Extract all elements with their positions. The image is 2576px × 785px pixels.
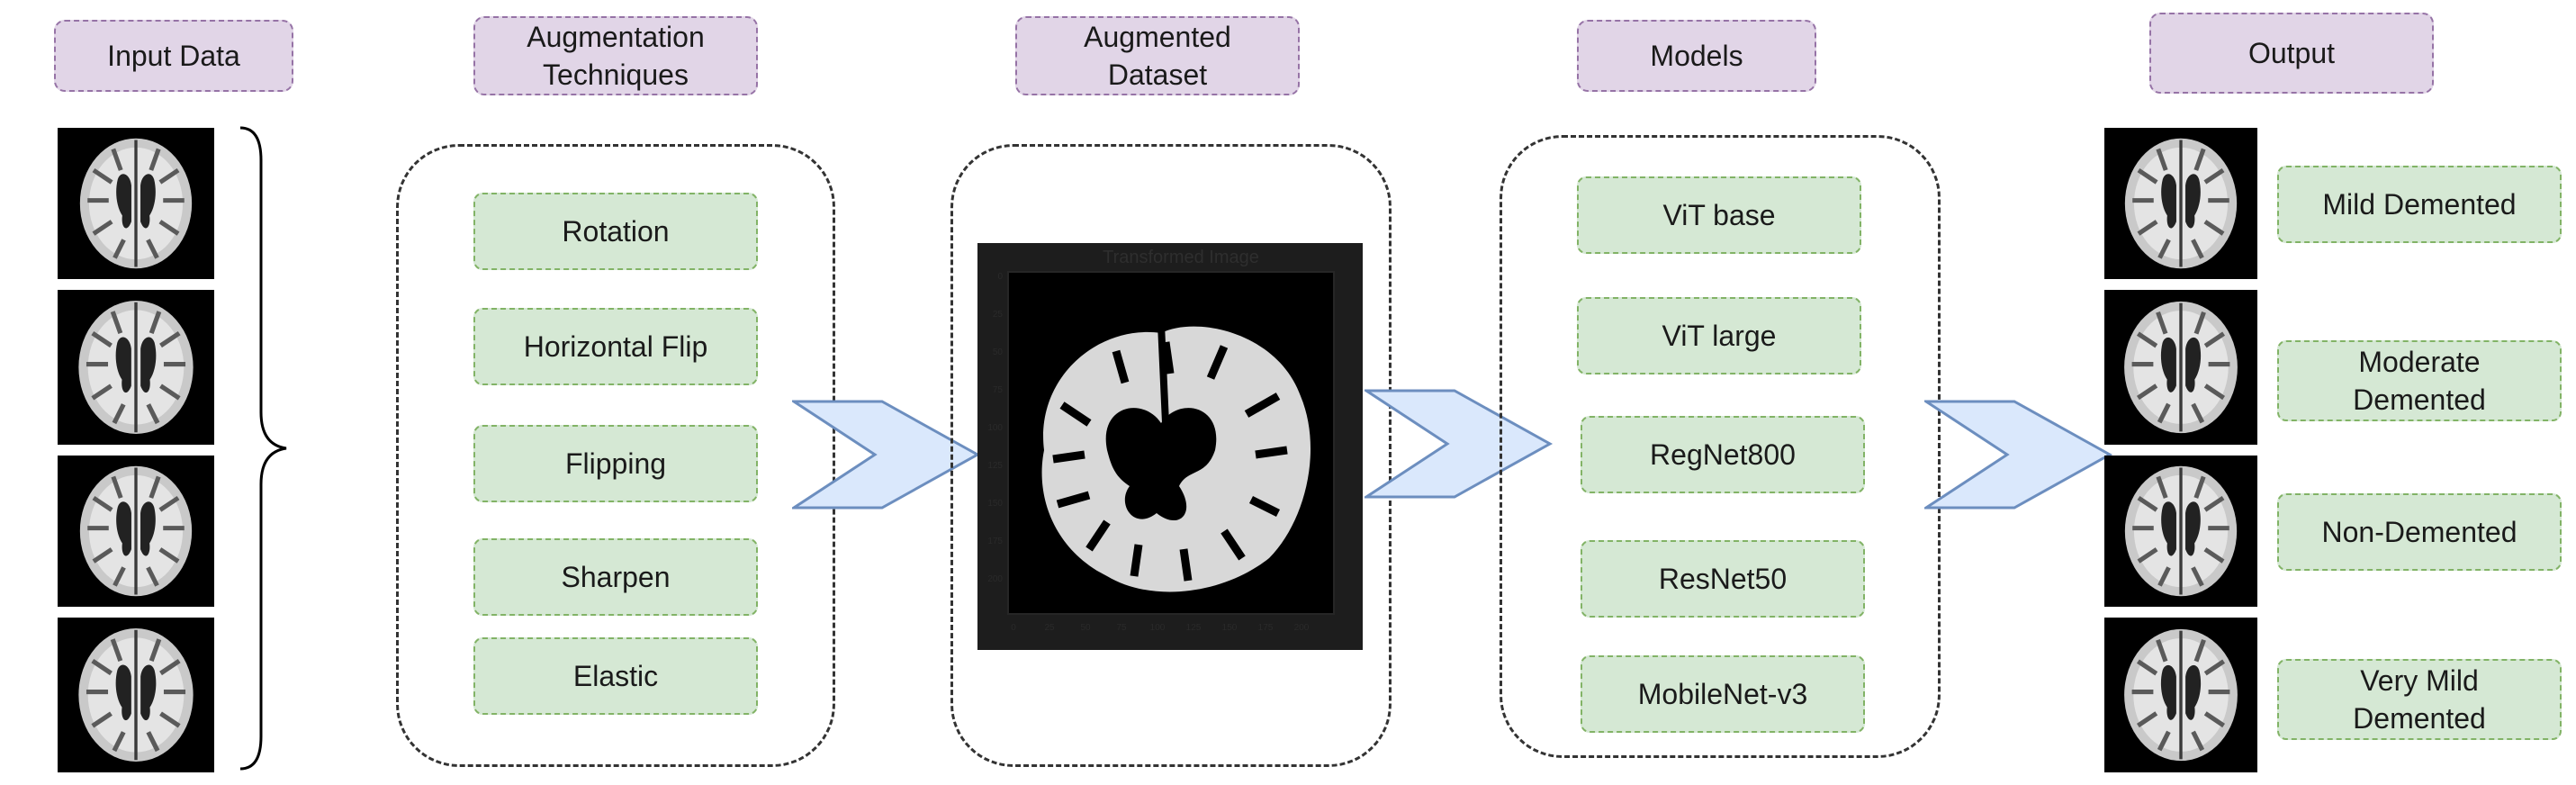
y-tick-label: 200 — [987, 574, 1003, 584]
output-mri-thumbnail — [2104, 456, 2257, 607]
header-input-data: Input Data — [54, 20, 293, 92]
x-tick-label: 100 — [1150, 623, 1166, 633]
x-tick-label: 50 — [1080, 623, 1091, 633]
y-tick-label: 100 — [987, 423, 1003, 433]
input-mri-thumbnail — [58, 128, 214, 279]
header-augmented-dataset: Augmented Dataset — [1015, 16, 1300, 95]
output-non-demented: Non-Demented — [2277, 493, 2562, 571]
arrow-icon — [1365, 389, 1554, 499]
header-output: Output — [2149, 13, 2434, 94]
header-models: Models — [1577, 20, 1816, 92]
y-tick-label: 75 — [993, 385, 1004, 395]
models-panel — [1500, 135, 1941, 758]
output-very-mild-demented: Very Mild Demented — [2277, 659, 2562, 740]
technique-sharpen: Sharpen — [473, 538, 758, 616]
input-mri-thumbnail — [58, 618, 214, 772]
y-tick-label: 175 — [987, 537, 1003, 546]
y-tick-label: 50 — [993, 347, 1004, 357]
output-mri-thumbnail — [2104, 128, 2257, 279]
x-tick-label: 150 — [1222, 623, 1238, 633]
technique-rotation: Rotation — [473, 193, 758, 270]
curly-brace — [239, 126, 287, 771]
technique-horizontal-flip: Horizontal Flip — [473, 308, 758, 385]
model-resnet50: ResNet50 — [1581, 540, 1865, 618]
input-mri-thumbnail — [58, 456, 214, 607]
model-vit-base: ViT base — [1577, 176, 1861, 254]
x-tick-label: 200 — [1294, 623, 1310, 633]
arrow-icon — [1924, 400, 2113, 510]
y-tick-label: 125 — [987, 461, 1003, 471]
output-mri-thumbnail — [2104, 618, 2257, 772]
augmented-image-title: Transformed Image — [1103, 248, 1259, 267]
x-tick-label: 25 — [1044, 623, 1055, 633]
augmentation-panel — [396, 144, 835, 767]
x-tick-label: 0 — [1011, 623, 1016, 633]
x-tick-label: 75 — [1116, 623, 1127, 633]
x-tick-label: 175 — [1258, 623, 1274, 633]
output-moderate-demented: Moderate Demented — [2277, 340, 2562, 421]
y-tick-label: 150 — [987, 499, 1003, 509]
technique-elastic: Elastic — [473, 637, 758, 715]
augmented-dataset-panel — [950, 144, 1392, 767]
augmented-mri-image: Transformed Image 0 25 50 75 100 125 150 175 200… — [977, 243, 1363, 650]
y-tick-label: 25 — [993, 310, 1004, 320]
input-mri-thumbnail — [58, 290, 214, 445]
x-tick-label: 125 — [1186, 623, 1202, 633]
header-augmentation-techniques: Augmentation Techniques — [473, 16, 758, 95]
output-mild-demented: Mild Demented — [2277, 166, 2562, 243]
model-vit-large: ViT large — [1577, 297, 1861, 374]
model-mobilenet-v3: MobileNet-v3 — [1581, 655, 1865, 733]
y-tick-label: 0 — [997, 272, 1003, 282]
output-mri-thumbnail — [2104, 290, 2257, 445]
technique-flipping: Flipping — [473, 425, 758, 502]
model-regnet800: RegNet800 — [1581, 416, 1865, 493]
arrow-icon — [792, 400, 981, 510]
